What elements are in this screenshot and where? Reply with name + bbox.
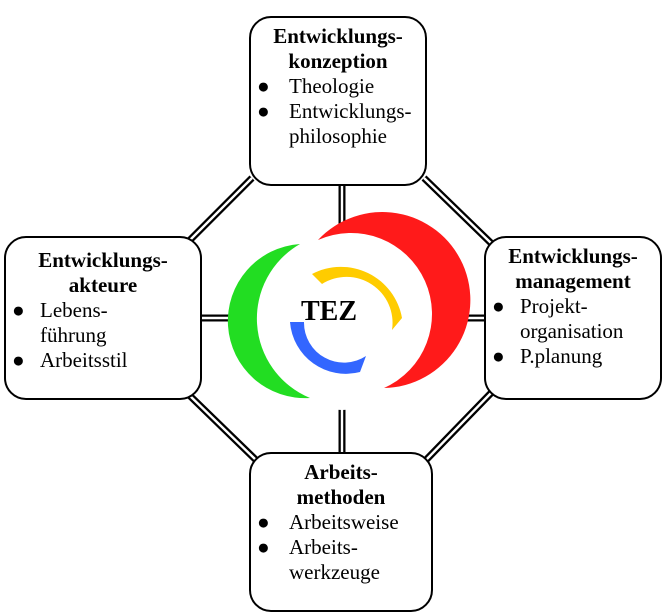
bullet-list: ● Projekt- organisation ● P.planung [486,294,660,369]
box-title: Entwicklungs- konzeption [273,24,403,73]
bullet-icon: ● [492,294,505,318]
box-title: Entwicklungs- akteure [38,248,168,297]
bullet-icon: ● [257,535,270,559]
logo-green-arc [227,244,310,399]
list-item: ● Arbeitsstil [12,348,128,372]
box-title: Entwicklungs- management [508,244,638,293]
list-item: ● Arbeitsweise [257,510,399,534]
box-entwicklungsakteure: Entwicklungs- akteure ● Lebens- führung … [4,236,202,400]
bullet-icon: ● [257,74,270,98]
logo-yellow-arc [312,266,402,330]
bullet-list: ● Arbeitsweise ● Arbeits- werkzeuge [251,510,431,585]
bullet-list: ● Theologie ● Entwicklungs- philosophie [251,74,425,149]
list-item: ● Theologie [257,74,375,98]
list-item: ● Entwicklungs- philosophie [257,99,412,148]
bullet-icon: ● [12,348,25,372]
box-entwicklungsmanagement: Entwicklungs- management ● Projekt- orga… [484,236,662,400]
center-label: TEZ [300,296,358,327]
logo-red-arc [318,212,471,388]
box-title: Arbeits- methoden [296,460,386,509]
tez-logo [227,212,471,410]
list-item: ● P.planung [492,344,603,368]
list-item: ● Projekt- organisation [492,294,624,343]
bullet-icon: ● [257,99,270,123]
list-item: ● Lebens- führung [12,298,108,347]
bullet-icon: ● [12,298,25,322]
bullet-icon: ● [492,344,505,368]
bullet-list: ● Lebens- führung ● Arbeitsstil [6,298,200,373]
bullet-icon: ● [257,510,270,534]
list-item: ● Arbeits- werkzeuge [257,535,380,584]
box-arbeitsmethoden: Arbeits- methoden ● Arbeitsweise ● Arbei… [249,452,433,612]
box-entwicklungskonzeption: Entwicklungs- konzeption ● Theologie ● E… [249,16,427,186]
logo-blue-arc [290,322,366,374]
